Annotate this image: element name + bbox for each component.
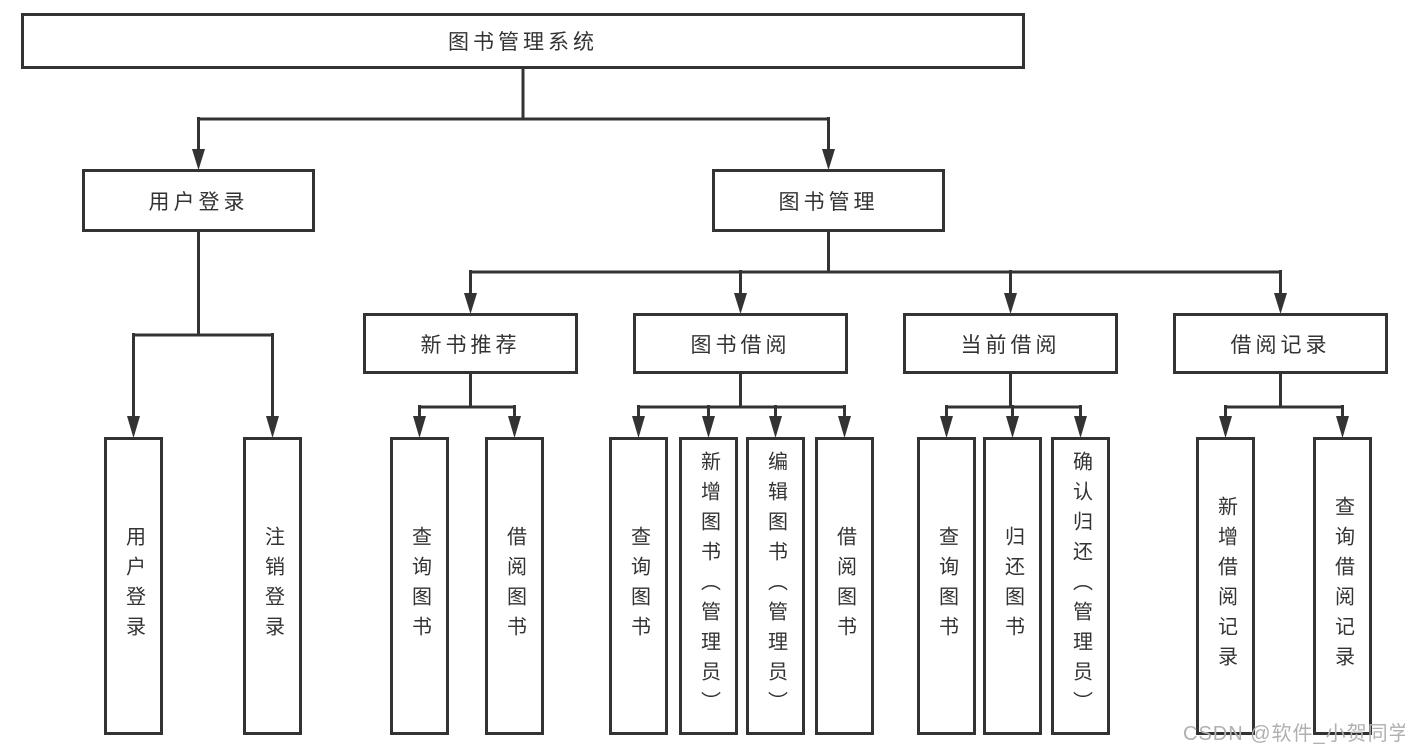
leaf-borrow-books-recommend: 借阅图书 (485, 437, 544, 735)
leaf-add-borrow-record-label: 新增借阅记录 (1214, 496, 1237, 676)
leaf-query-borrow-record-label: 查询借阅记录 (1331, 496, 1354, 676)
node-user-login-label: 用户登录 (148, 190, 249, 214)
leaf-return-book-label: 归还图书 (1001, 526, 1024, 646)
leaf-borrow-books: 借阅图书 (815, 437, 874, 735)
node-borrowing-records: 借阅记录 (1173, 313, 1388, 374)
node-book-borrowing: 图书借阅 (633, 313, 848, 374)
leaf-return-book: 归还图书 (983, 437, 1042, 735)
leaf-edit-book-admin-label: 编辑图书（管理员） (764, 451, 787, 721)
node-borrowing-records-label: 借阅记录 (1230, 333, 1331, 357)
leaf-user-login-label: 用户登录 (122, 526, 145, 646)
leaf-user-login: 用户登录 (104, 437, 163, 735)
leaf-edit-book-admin: 编辑图书（管理员） (746, 437, 805, 735)
leaf-query-books-borrow: 查询图书 (609, 437, 668, 735)
leaf-borrow-books-recommend-label: 借阅图书 (503, 526, 526, 646)
leaf-logout: 注销登录 (243, 437, 302, 735)
leaf-query-books-current-label: 查询图书 (935, 526, 958, 646)
leaf-confirm-return-admin: 确认归还（管理员） (1051, 437, 1110, 735)
leaf-query-books-recommend-label: 查询图书 (408, 526, 431, 646)
csdn-watermark: CSDN @软件_小贺同学 (1183, 723, 1405, 745)
node-new-book-recommendation: 新书推荐 (363, 313, 578, 374)
leaf-add-book-admin: 新增图书（管理员） (679, 437, 738, 735)
node-current-borrowing: 当前借阅 (903, 313, 1118, 374)
node-new-book-recommendation-label: 新书推荐 (420, 333, 521, 357)
leaf-query-books-recommend: 查询图书 (390, 437, 449, 735)
node-root-system: 图书管理系统 (21, 13, 1025, 69)
leaf-query-borrow-record: 查询借阅记录 (1313, 437, 1372, 735)
node-book-management-label: 图书管理 (778, 190, 879, 214)
leaf-add-borrow-record: 新增借阅记录 (1196, 437, 1255, 735)
leaf-query-books-current: 查询图书 (917, 437, 976, 735)
leaf-borrow-books-label: 借阅图书 (833, 526, 856, 646)
node-root-label: 图书管理系统 (448, 31, 598, 54)
leaf-confirm-return-admin-label: 确认归还（管理员） (1069, 451, 1092, 721)
node-book-management: 图书管理 (712, 169, 945, 232)
leaf-add-book-admin-label: 新增图书（管理员） (697, 451, 720, 721)
leaf-query-books-borrow-label: 查询图书 (627, 526, 650, 646)
node-current-borrowing-label: 当前借阅 (960, 333, 1061, 357)
node-book-borrowing-label: 图书借阅 (690, 333, 791, 357)
node-user-login: 用户登录 (82, 169, 315, 232)
leaf-logout-label: 注销登录 (261, 526, 284, 646)
